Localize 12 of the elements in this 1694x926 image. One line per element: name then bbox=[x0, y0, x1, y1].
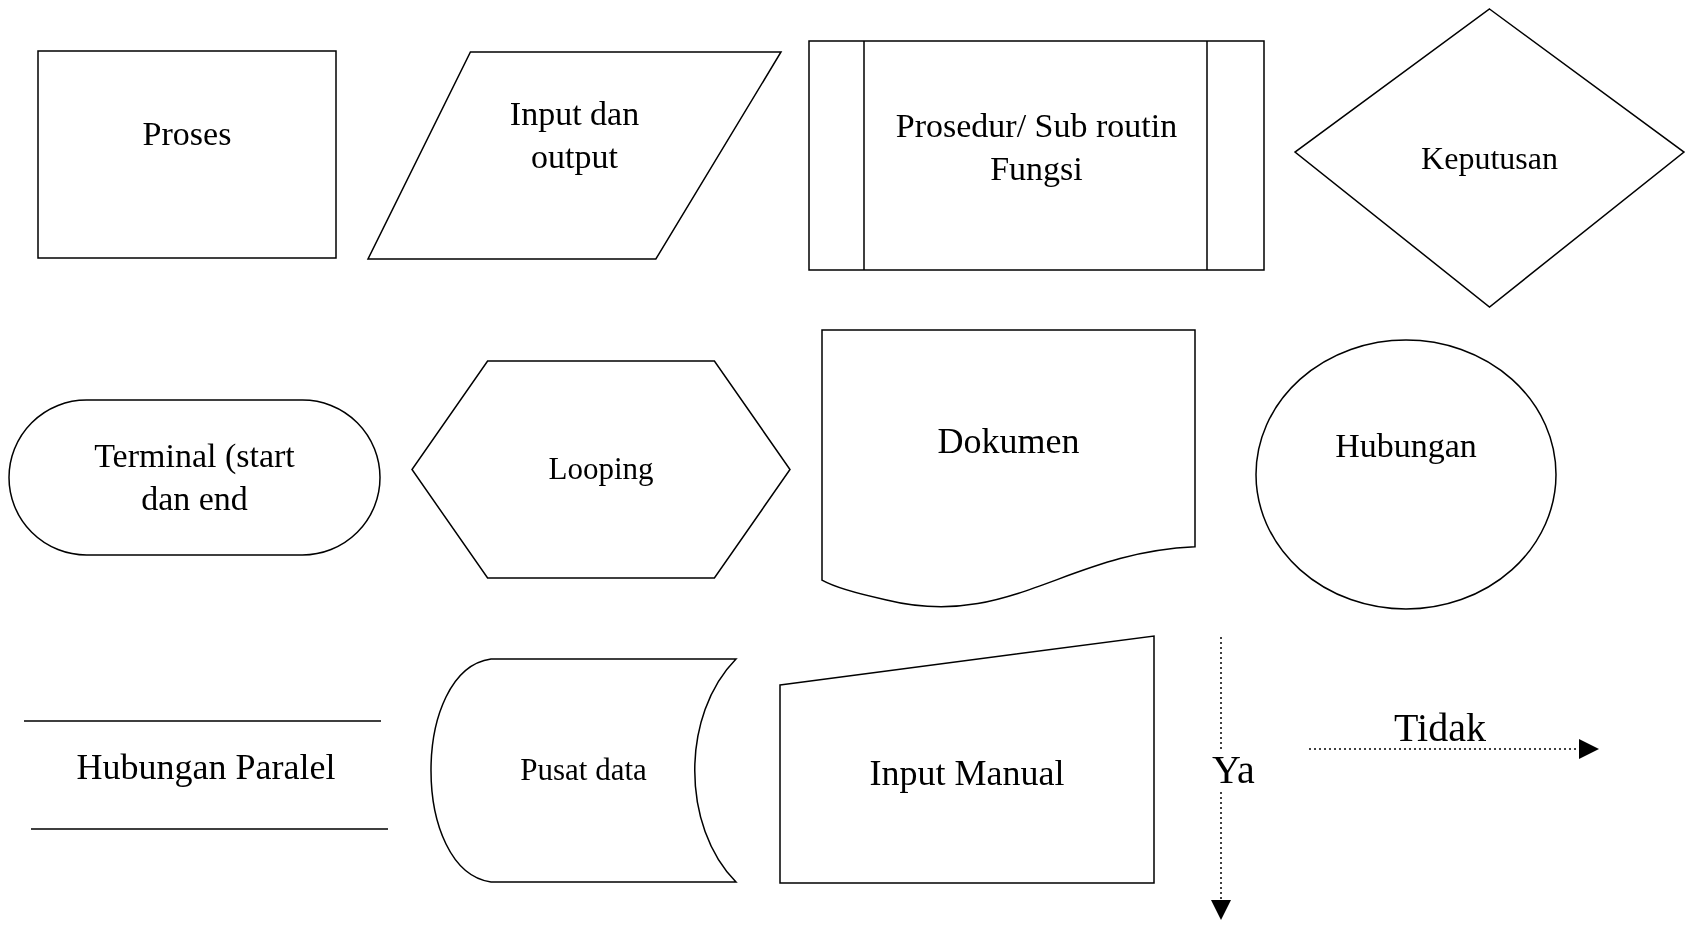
node-label: Keputusan bbox=[1421, 139, 1558, 178]
node-label: Input dan output bbox=[508, 94, 641, 177]
node-label: Looping bbox=[548, 450, 654, 489]
node-label: Hubungan bbox=[1335, 426, 1477, 467]
node-label: Proses bbox=[142, 114, 232, 155]
flow-label: Ya bbox=[1210, 750, 1257, 790]
node-label: Pusat data bbox=[520, 751, 647, 790]
node-label: Dokumen bbox=[937, 419, 1080, 463]
node-label: Input Manual bbox=[869, 752, 1065, 795]
node-label: Hubungan Paralel bbox=[76, 745, 336, 789]
node-label: Prosedur/ Sub routin Fungsi bbox=[894, 106, 1179, 189]
node-label: Terminal (start dan end bbox=[93, 436, 296, 519]
